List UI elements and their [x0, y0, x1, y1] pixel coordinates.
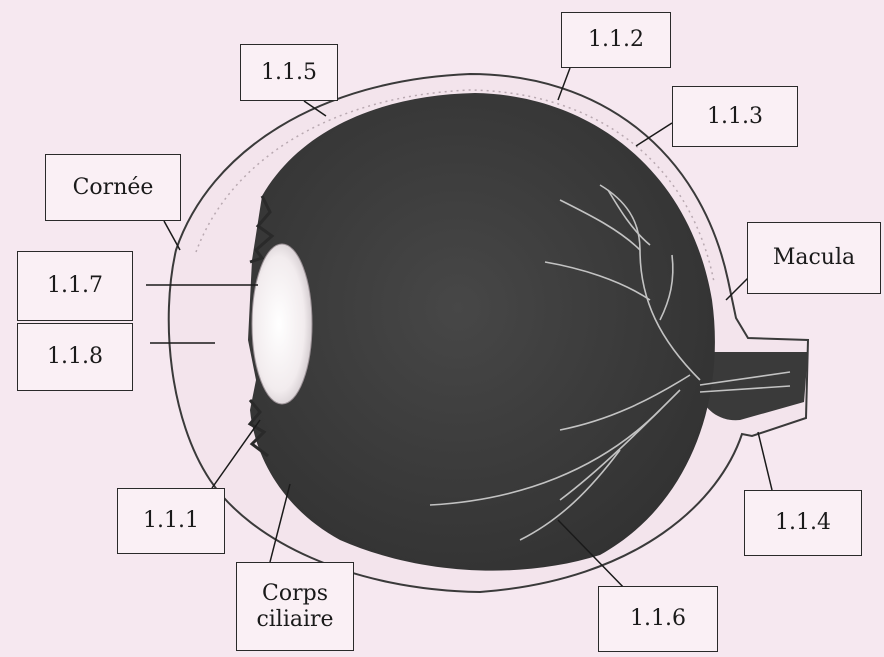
label-1-1-2: 1.1.2 — [561, 12, 671, 68]
line-cornee — [164, 221, 180, 250]
lens — [252, 244, 312, 404]
corps-ciliaire-line2: ciliaire — [256, 607, 333, 632]
corps-ciliaire-line1: Corps — [262, 581, 328, 606]
label-cornee: Cornée — [45, 154, 181, 221]
label-1-1-5: 1.1.5 — [240, 44, 338, 101]
line-114 — [758, 432, 772, 490]
label-1-1-7: 1.1.7 — [17, 251, 133, 321]
label-1-1-1: 1.1.1 — [117, 488, 225, 554]
label-corps-ciliaire: Corps ciliaire — [236, 562, 354, 651]
label-macula: Macula — [747, 222, 881, 294]
label-1-1-3: 1.1.3 — [672, 86, 798, 147]
label-1-1-4: 1.1.4 — [744, 490, 862, 556]
label-1-1-6: 1.1.6 — [598, 586, 718, 652]
label-1-1-8: 1.1.8 — [17, 323, 133, 391]
